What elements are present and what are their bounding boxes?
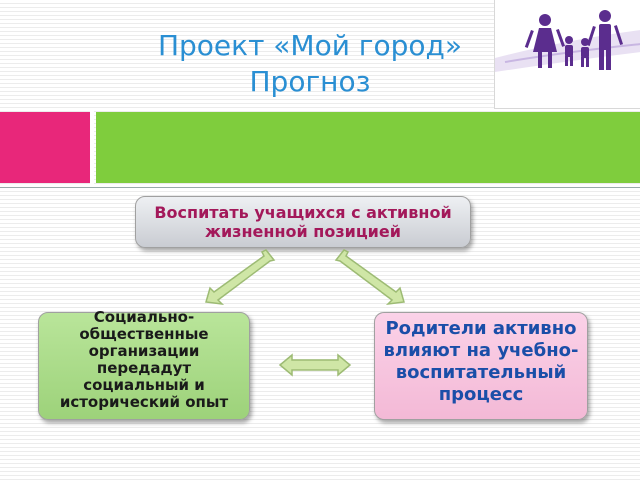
parents-text: Родители активно влияют на учебно-воспит… <box>383 318 579 405</box>
banner-rule <box>0 187 640 188</box>
green-banner-block <box>96 112 640 183</box>
goal-text: Воспитать учащихся с активной жизненной … <box>154 203 452 241</box>
organizations-text: Социально-общественные организации перед… <box>59 308 229 411</box>
arrow-left-diagonal <box>205 249 276 306</box>
slide-title: Проект «Мой город» Прогноз <box>100 28 520 100</box>
title-line-1: Проект «Мой город» <box>157 29 463 62</box>
goal-box: Воспитать учащихся с активной жизненной … <box>135 196 471 248</box>
parents-box: Родители активно влияют на учебно-воспит… <box>374 312 588 420</box>
pink-banner-block <box>0 112 90 183</box>
arrow-right-diagonal <box>334 249 405 306</box>
family-icon <box>495 10 640 72</box>
arrow-horizontal-double <box>278 353 352 377</box>
banner-divider <box>90 108 94 187</box>
organizations-box: Социально-общественные организации перед… <box>38 308 250 420</box>
title-line-2: Прогноз <box>249 65 371 98</box>
family-logo <box>494 0 640 109</box>
